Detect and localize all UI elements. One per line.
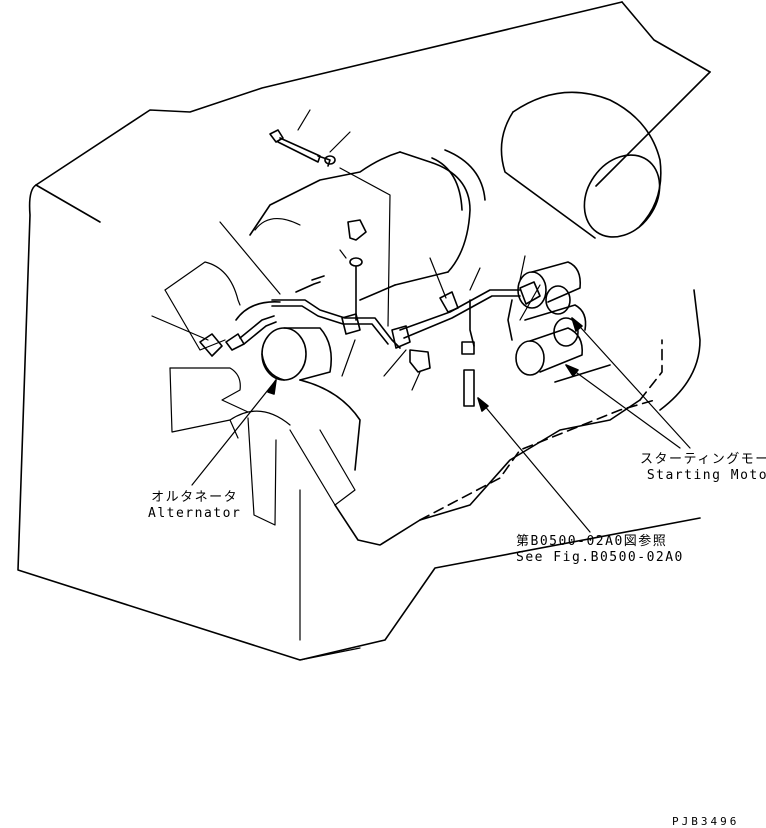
starting-motor-label: スターティングモータ Starting Motor	[640, 452, 766, 484]
air-cleaner	[500, 71, 711, 239]
reference-label: 第B0500-02A0図参照 See Fig.B0500-02A0	[516, 534, 684, 566]
alternator-arrow	[191, 379, 277, 486]
alternator-label: オルタネータ Alternator	[148, 490, 241, 522]
alternator	[261, 327, 333, 381]
starting-motor	[515, 261, 587, 376]
drawing-code: PJB3496	[672, 815, 740, 828]
engine-block-outline	[17, 1, 711, 661]
starting-motor-label-jp: スターティングモータ	[640, 452, 766, 467]
alternator-label-jp: オルタネータ	[151, 490, 239, 505]
starting-motor-arrows	[565, 317, 691, 449]
cooling-fan	[164, 261, 356, 526]
engine-body-lines	[235, 218, 701, 641]
intake-bellows	[249, 149, 486, 301]
alternator-label-en: Alternator	[148, 506, 242, 521]
reference-label-jp: 第B0500-02A0図参照	[516, 534, 668, 549]
reference-arrow	[477, 397, 591, 533]
wiring-harness	[239, 275, 521, 349]
hardware-parts	[199, 129, 541, 407]
reference-label-en: See Fig.B0500-02A0	[516, 550, 684, 565]
leader-lines	[151, 109, 541, 391]
starting-motor-label-en: Starting Motor	[646, 468, 766, 483]
